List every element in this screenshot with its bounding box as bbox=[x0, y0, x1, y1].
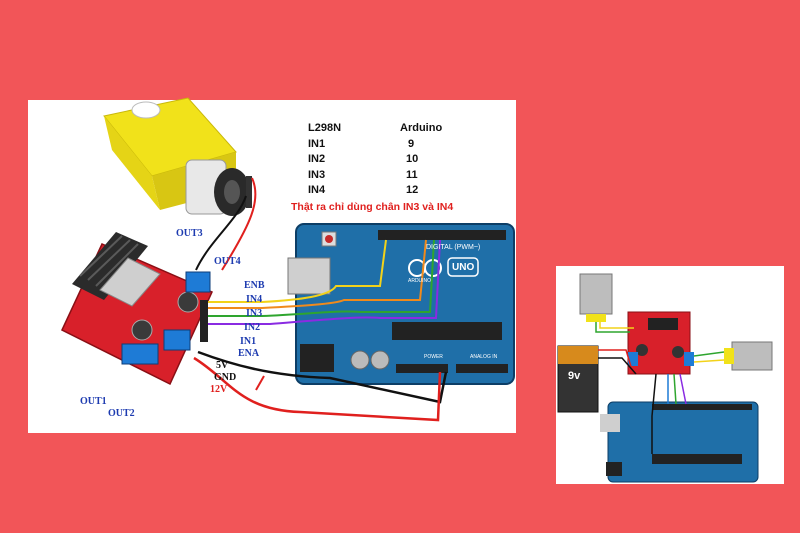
pin-name: IN2 bbox=[308, 153, 326, 165]
label-12v: 12V bbox=[210, 384, 228, 395]
label-digital: DIGITAL (PWM~) bbox=[426, 244, 481, 251]
label-uno: UNO bbox=[452, 262, 475, 273]
table-row: IN4 12 bbox=[308, 183, 468, 199]
side-wiring-diagram: 9v bbox=[556, 266, 784, 484]
label-5v: 5V bbox=[216, 360, 229, 371]
usage-note: Thật ra chỉ dùng chân IN3 và IN4 bbox=[291, 201, 454, 213]
header-arduino: Arduino bbox=[400, 122, 443, 134]
label-out3: OUT3 bbox=[176, 228, 203, 239]
label-in2: IN2 bbox=[244, 322, 261, 333]
table-row: IN1 9 bbox=[308, 137, 468, 153]
pin-number: 10 bbox=[406, 153, 419, 165]
label-in4: IN4 bbox=[246, 294, 263, 305]
pin-name: IN4 bbox=[308, 184, 326, 196]
label-enb: ENB bbox=[244, 280, 265, 291]
gear-motor bbox=[103, 97, 252, 216]
pin-number: 11 bbox=[406, 168, 418, 181]
pin-number: 9 bbox=[408, 137, 415, 150]
l298n-driver-board bbox=[61, 232, 213, 386]
table-row: IN2 10 bbox=[308, 152, 468, 168]
pin-number: 12 bbox=[406, 184, 419, 196]
pin-mapping-table: L298N Arduino IN1 9 IN2 10 IN3 11 IN4 12 bbox=[308, 121, 468, 199]
label-board: ARDUINO bbox=[408, 278, 432, 284]
label-analog: ANALOG IN bbox=[470, 354, 498, 360]
label-in3: IN3 bbox=[246, 308, 263, 319]
label-power: POWER bbox=[424, 354, 443, 360]
arduino-uno-board bbox=[287, 223, 515, 385]
table-header-row: L298N Arduino bbox=[308, 121, 468, 137]
label-in1: IN1 bbox=[240, 336, 257, 347]
label-out2: OUT2 bbox=[108, 408, 135, 419]
label-out4: OUT4 bbox=[214, 256, 241, 267]
side-illustration bbox=[557, 273, 773, 483]
header-l298n: L298N bbox=[308, 122, 342, 134]
pin-name: IN3 bbox=[308, 168, 326, 181]
label-ena: ENA bbox=[238, 348, 260, 359]
table-row: IN3 11 bbox=[308, 168, 468, 184]
battery-label: 9v bbox=[568, 370, 581, 382]
label-out1: OUT1 bbox=[80, 396, 107, 407]
pin-name: IN1 bbox=[308, 137, 326, 150]
label-gnd: GND bbox=[214, 372, 237, 383]
